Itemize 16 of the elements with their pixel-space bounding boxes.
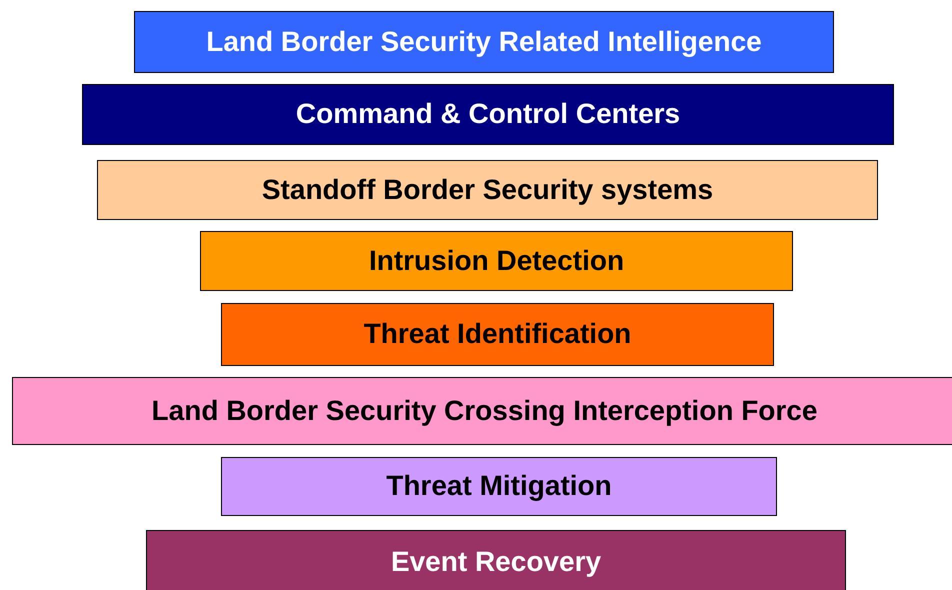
band-label: Land Border Security Related Intelligence [206,26,762,58]
layer-band [82,84,894,145]
band-label: Command & Control Centers [296,99,680,130]
band-label: Threat Mitigation [386,471,612,502]
layer-band [97,160,878,220]
layer-band [12,377,952,445]
band-label: Threat Identification [364,319,632,350]
layer-band [221,457,777,516]
layer-band [221,303,774,366]
layer-band [134,11,834,73]
layer-band [200,231,793,291]
layer-band [146,530,846,590]
band-label: Land Border Security Crossing Interception Force [152,396,818,426]
band-label: Event Recovery [390,547,602,578]
band-label: Standoff Border Security systems [262,174,714,206]
band-label: Intrusion Detection [368,246,624,276]
